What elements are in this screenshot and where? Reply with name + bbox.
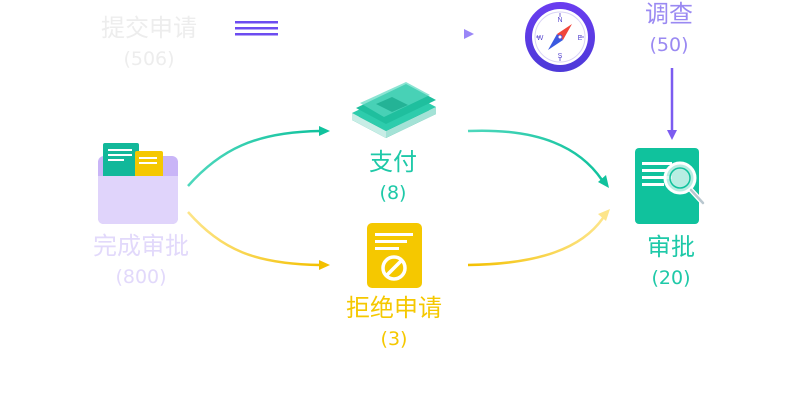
list-lines-icon (235, 21, 278, 36)
svg-text:W: W (537, 35, 544, 42)
node-submit-label: 提交申请 (506) (101, 16, 197, 69)
node-survey-count: (50) (649, 34, 689, 56)
node-complete-label: 完成审批 (800) (93, 234, 189, 287)
node-reject-count: (3) (380, 328, 408, 350)
svg-text:N: N (557, 17, 562, 24)
node-approve-name: 审批 (647, 233, 695, 261)
arrow-survey-to-approve (667, 68, 677, 140)
money-stack-icon (352, 82, 436, 138)
node-complete-name: 完成审批 (93, 232, 189, 260)
svg-text:E: E (578, 35, 583, 42)
document-search-icon (635, 148, 706, 224)
folder-documents-icon (98, 143, 178, 224)
node-approve-count: (20) (651, 267, 691, 289)
arrow-complete-to-reject (187, 211, 330, 270)
rejected-document-icon (367, 223, 422, 288)
node-survey-name: 调查 (645, 0, 693, 28)
node-survey-label: 调查 (50) (645, 2, 693, 55)
svg-text:S: S (558, 53, 563, 60)
arrow-submit-to-survey (316, 29, 474, 39)
arrow-payment-to-approve (467, 129, 609, 188)
arrow-reject-to-approve (467, 209, 610, 267)
compass-icon: N S W E (525, 2, 595, 72)
node-submit-count: (506) (123, 48, 175, 70)
node-payment-count: (8) (379, 182, 407, 204)
node-reject-label: 拒绝申请 (3) (346, 296, 442, 349)
node-payment-name: 支付 (369, 148, 417, 176)
node-approve-label: 审批 (20) (647, 235, 695, 288)
node-complete-count: (800) (115, 266, 167, 288)
arrow-complete-to-payment (187, 126, 330, 187)
node-submit-name: 提交申请 (101, 14, 197, 42)
connectors (187, 29, 677, 270)
node-payment-label: 支付 (8) (369, 150, 417, 203)
node-reject-name: 拒绝申请 (346, 294, 442, 322)
